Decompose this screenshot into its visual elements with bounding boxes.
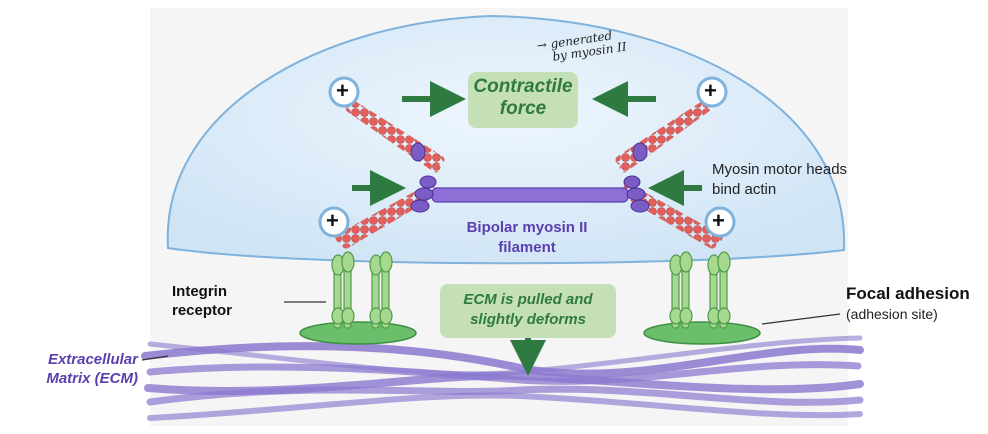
plus-end-circles bbox=[318, 76, 736, 238]
bipolar-myosin-label: Bipolar myosin II filament bbox=[466, 219, 588, 256]
focal-adhesion-pad-right bbox=[643, 321, 761, 345]
plus-sign-1: + bbox=[336, 78, 349, 103]
plus-sign-4: + bbox=[712, 208, 725, 233]
myosin-filament-shaft bbox=[431, 187, 629, 203]
force-arrows bbox=[352, 81, 702, 376]
ecm-pulled-box: ECM is pulled and slightly deforms bbox=[440, 284, 616, 338]
myosin-heads bbox=[410, 142, 650, 213]
adhesion-site-label: (adhesion site) bbox=[846, 306, 938, 322]
focal-adhesion-label: Focal adhesion bbox=[846, 284, 970, 303]
focal-adhesion-pad-left bbox=[299, 321, 417, 345]
integrin-label: Integrin receptor bbox=[172, 283, 233, 319]
myosin-heads-label: Myosin motor heads bind actin bbox=[712, 161, 848, 198]
ecm-label: Extracellular Matrix (ECM) bbox=[46, 351, 138, 387]
integrin-receptors-left bbox=[331, 251, 393, 329]
focal-adhesion-leader-line bbox=[761, 313, 841, 325]
integrin-receptors-right bbox=[669, 251, 731, 329]
contractile-force-box: Contractile force bbox=[468, 72, 578, 128]
plus-sign-2: + bbox=[704, 78, 717, 103]
ecm-leader-line bbox=[141, 355, 169, 361]
plus-sign-3: + bbox=[326, 208, 339, 233]
